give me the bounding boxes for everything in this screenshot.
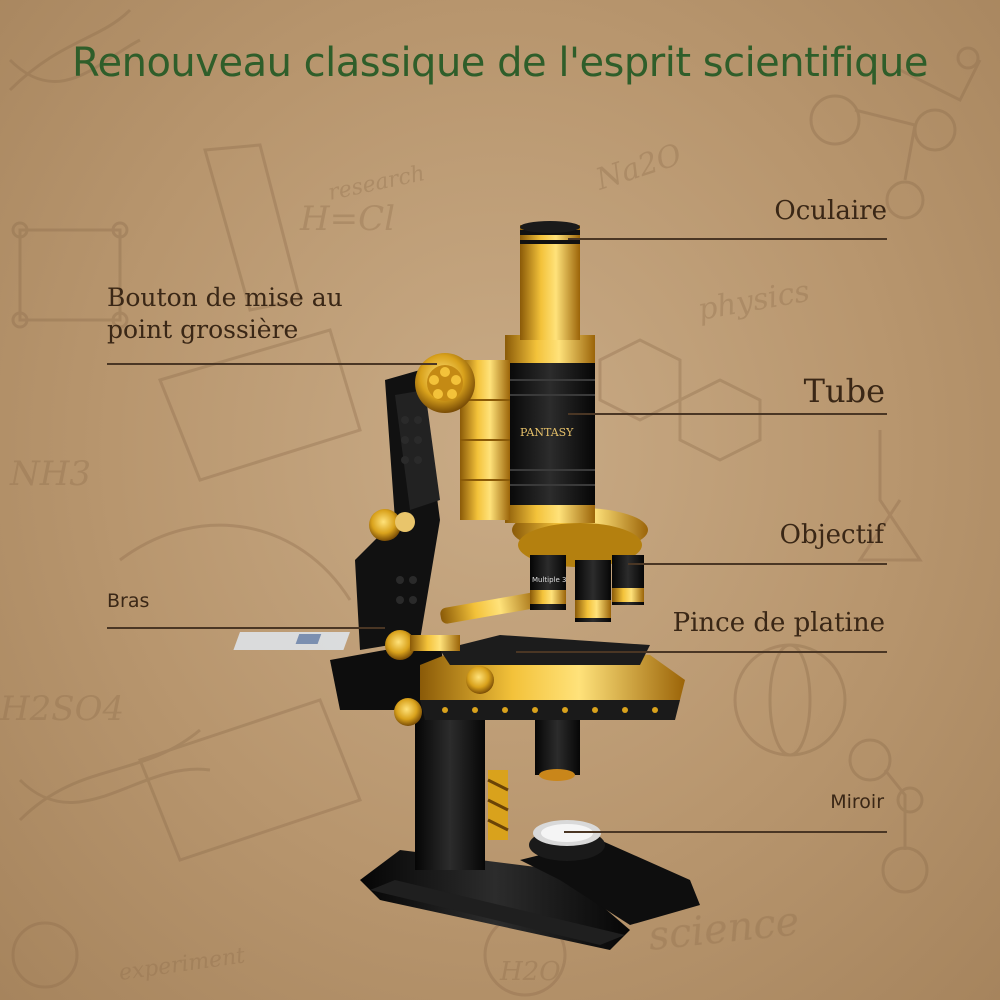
microscope-base xyxy=(360,840,700,950)
microscope-tube: PANTASY xyxy=(505,335,595,523)
leader-line-objectif xyxy=(628,563,887,565)
label-objectif: Objectif xyxy=(779,520,884,550)
svg-text:NH3: NH3 xyxy=(9,454,91,494)
svg-text:Multiple 3: Multiple 3 xyxy=(532,576,566,584)
microscope-pillar xyxy=(415,700,509,870)
leader-line-bras xyxy=(107,627,385,629)
label-oculaire: Oculaire xyxy=(774,196,887,226)
eyepiece-part xyxy=(520,221,580,340)
leader-line-oculaire xyxy=(568,238,887,240)
svg-text:H2O: H2O xyxy=(499,957,561,987)
label-bouton-mise-au-point: Bouton de mise au point grossière xyxy=(107,283,343,344)
leader-line-miroir xyxy=(564,831,887,833)
label-miroir: Miroir xyxy=(830,791,884,813)
label-bras: Bras xyxy=(107,590,150,612)
svg-text:PANTASY: PANTASY xyxy=(520,426,574,439)
objective-lenses: Multiple 3 xyxy=(530,555,644,622)
leader-line-bouton xyxy=(107,363,437,365)
leader-line-tube xyxy=(568,413,887,415)
mirror-part xyxy=(529,820,605,861)
page-title: Renouveau classique de l'esprit scientif… xyxy=(72,40,929,86)
label-pince-de-platine: Pince de platine xyxy=(672,608,885,638)
leader-line-pince xyxy=(516,651,887,653)
coarse-focus-knob-part xyxy=(415,353,510,520)
svg-text:H2SO4: H2SO4 xyxy=(0,689,124,729)
label-tube: Tube xyxy=(803,372,885,410)
svg-text:H=Cl: H=Cl xyxy=(299,199,395,239)
